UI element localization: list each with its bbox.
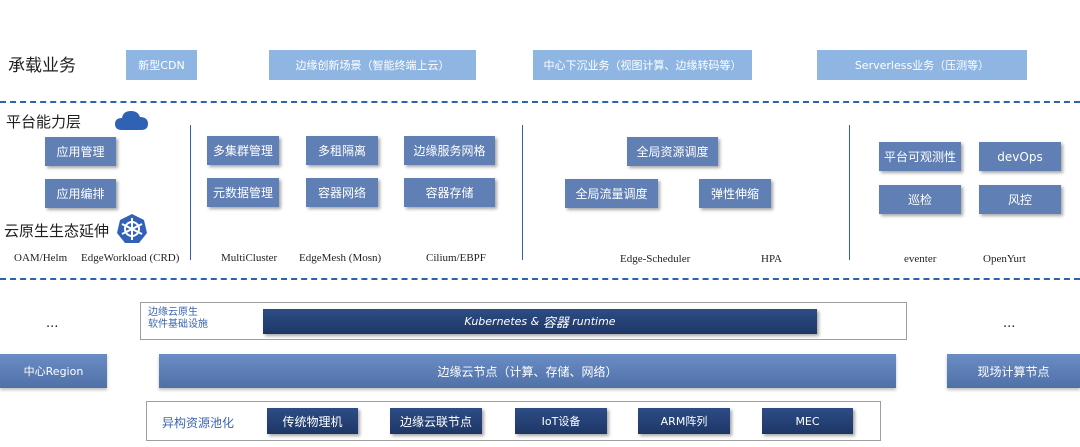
elastic-scaling-box: 弹性伸缩	[699, 179, 771, 208]
edge-service-mesh-box: 边缘服务网格	[404, 136, 495, 165]
separator-2	[522, 125, 523, 260]
ellipsis-left: ...	[46, 316, 59, 331]
container-network-box: 容器网络	[306, 178, 378, 207]
devops-box: devOps	[979, 142, 1061, 171]
divider-top	[0, 101, 1080, 103]
divider-bottom	[0, 278, 1080, 280]
field-compute-nodes-box: 现场计算节点	[947, 354, 1080, 388]
global-resource-scheduling-box: 全局资源调度	[627, 137, 718, 166]
pool-item-physical-machine: 传统物理机	[267, 408, 358, 434]
business-layer-title: 承载业务	[8, 56, 76, 76]
separator-1	[190, 125, 191, 260]
business-item-center-sink: 中心下沉业务（视图计算、边缘转码等）	[533, 50, 752, 80]
kubernetes-wheel-icon	[117, 214, 147, 243]
label-openyurt: OpenYurt	[983, 253, 1026, 265]
runtime-mid: 容器	[542, 316, 569, 331]
ecosystem-label-edgeworkload: EdgeWorkload (CRD)	[81, 252, 180, 264]
resource-pool-label: 异构资源池化	[162, 416, 235, 430]
frame-label: 边缘云原生 软件基础设施	[148, 307, 208, 331]
multi-cluster-management-box: 多集群管理	[207, 136, 279, 165]
pool-item-arm-array: ARM阵列	[638, 408, 730, 434]
label-multicluster: MultiCluster	[221, 252, 278, 264]
label-edgemesh: EdgeMesh (Mosn)	[299, 252, 382, 264]
pool-item-iot-device: IoT设备	[515, 408, 607, 434]
metadata-management-box: 元数据管理	[207, 178, 279, 207]
ecosystem-title: 云原生生态延伸	[4, 222, 110, 240]
risk-control-box: 风控	[979, 185, 1061, 214]
center-region-box: 中心Region	[0, 354, 107, 388]
business-item-edge-innovation: 边缘创新场景（智能终端上云）	[269, 50, 476, 80]
app-management-box: 应用管理	[45, 137, 116, 166]
business-item-serverless: Serverless业务（压测等）	[817, 50, 1027, 80]
cloud-icon	[115, 111, 148, 130]
container-storage-box: 容器存储	[404, 178, 495, 207]
kubernetes-runtime-box: Kubernetes & 容器 runtime	[263, 309, 817, 334]
business-item-cdn: 新型CDN	[126, 50, 197, 80]
pool-item-edge-cloud-node: 边缘云联节点	[390, 408, 482, 434]
global-traffic-scheduling-box: 全局流量调度	[565, 179, 658, 208]
separator-3	[849, 125, 850, 260]
platform-observability-box: 平台可观测性	[879, 142, 961, 171]
label-edge-scheduler: Edge-Scheduler	[620, 253, 691, 265]
edge-cloud-nodes-box: 边缘云节点（计算、存储、网络）	[159, 354, 896, 388]
ecosystem-label-oam-helm: OAM/Helm	[14, 252, 68, 264]
platform-layer-title: 平台能力层	[6, 113, 82, 131]
multi-tenant-isolation-box: 多租隔离	[306, 136, 378, 165]
runtime-suffix: runtime	[568, 315, 616, 328]
pool-item-mec: MEC	[762, 408, 853, 434]
frame-label-line1: 边缘云原生	[148, 307, 198, 318]
runtime-prefix: Kubernetes &	[464, 315, 543, 328]
label-cilium-ebpf: Cilium/EBPF	[426, 252, 486, 264]
ellipsis-right: ...	[1003, 316, 1016, 331]
label-hpa: HPA	[761, 253, 782, 265]
frame-label-line2: 软件基础设施	[148, 319, 208, 330]
label-eventer: eventer	[904, 253, 937, 265]
inspection-box: 巡检	[879, 185, 961, 214]
app-orchestration-box: 应用编排	[45, 179, 116, 208]
